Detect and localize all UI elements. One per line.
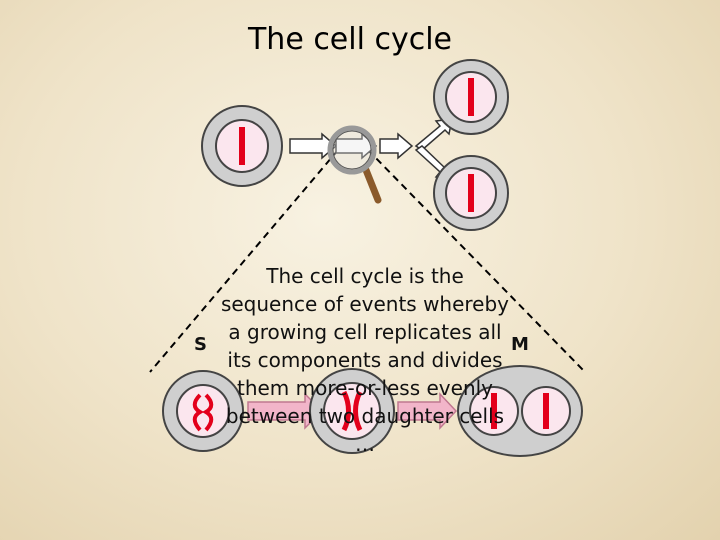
definition-text: The cell cycle is the sequence of events… bbox=[180, 262, 550, 458]
definition-line: its components and divides bbox=[227, 348, 503, 372]
top-daughter-cell-lower bbox=[433, 155, 509, 231]
s-phase-label: S bbox=[194, 334, 207, 355]
sister-chromatids bbox=[341, 390, 363, 432]
definition-line: sequence of events whereby bbox=[220, 292, 510, 316]
definition-line: The cell cycle is the bbox=[266, 264, 464, 288]
chromosome bbox=[468, 78, 474, 116]
m-phase-label: M bbox=[511, 334, 529, 355]
bottom-cell-replicated bbox=[309, 368, 395, 454]
top-daughter-cell-upper bbox=[433, 59, 509, 135]
chromosome bbox=[239, 127, 245, 165]
arrow-3 bbox=[379, 132, 414, 160]
chromosome bbox=[468, 174, 474, 212]
definition-line: between two daughter cells bbox=[225, 404, 505, 428]
bottom-cell-m-phase bbox=[457, 365, 583, 457]
slide-title: The cell cycle bbox=[247, 22, 453, 57]
magnification-lines bbox=[149, 149, 586, 373]
definition-line: … bbox=[355, 432, 375, 456]
definition-line: them more-or-less evenly bbox=[236, 376, 494, 400]
magnifier-icon bbox=[327, 125, 382, 204]
replicating-chromosome bbox=[192, 393, 214, 432]
top-cell-parent bbox=[201, 105, 283, 187]
dashed-line-right bbox=[367, 149, 586, 373]
definition-line: a growing cell replicates all bbox=[228, 320, 502, 344]
bottom-cell-s-phase bbox=[162, 370, 244, 452]
chromosome bbox=[543, 393, 549, 429]
pink-arrow-2 bbox=[397, 392, 458, 430]
dashed-line-left bbox=[149, 149, 339, 373]
chromosome bbox=[491, 393, 497, 429]
